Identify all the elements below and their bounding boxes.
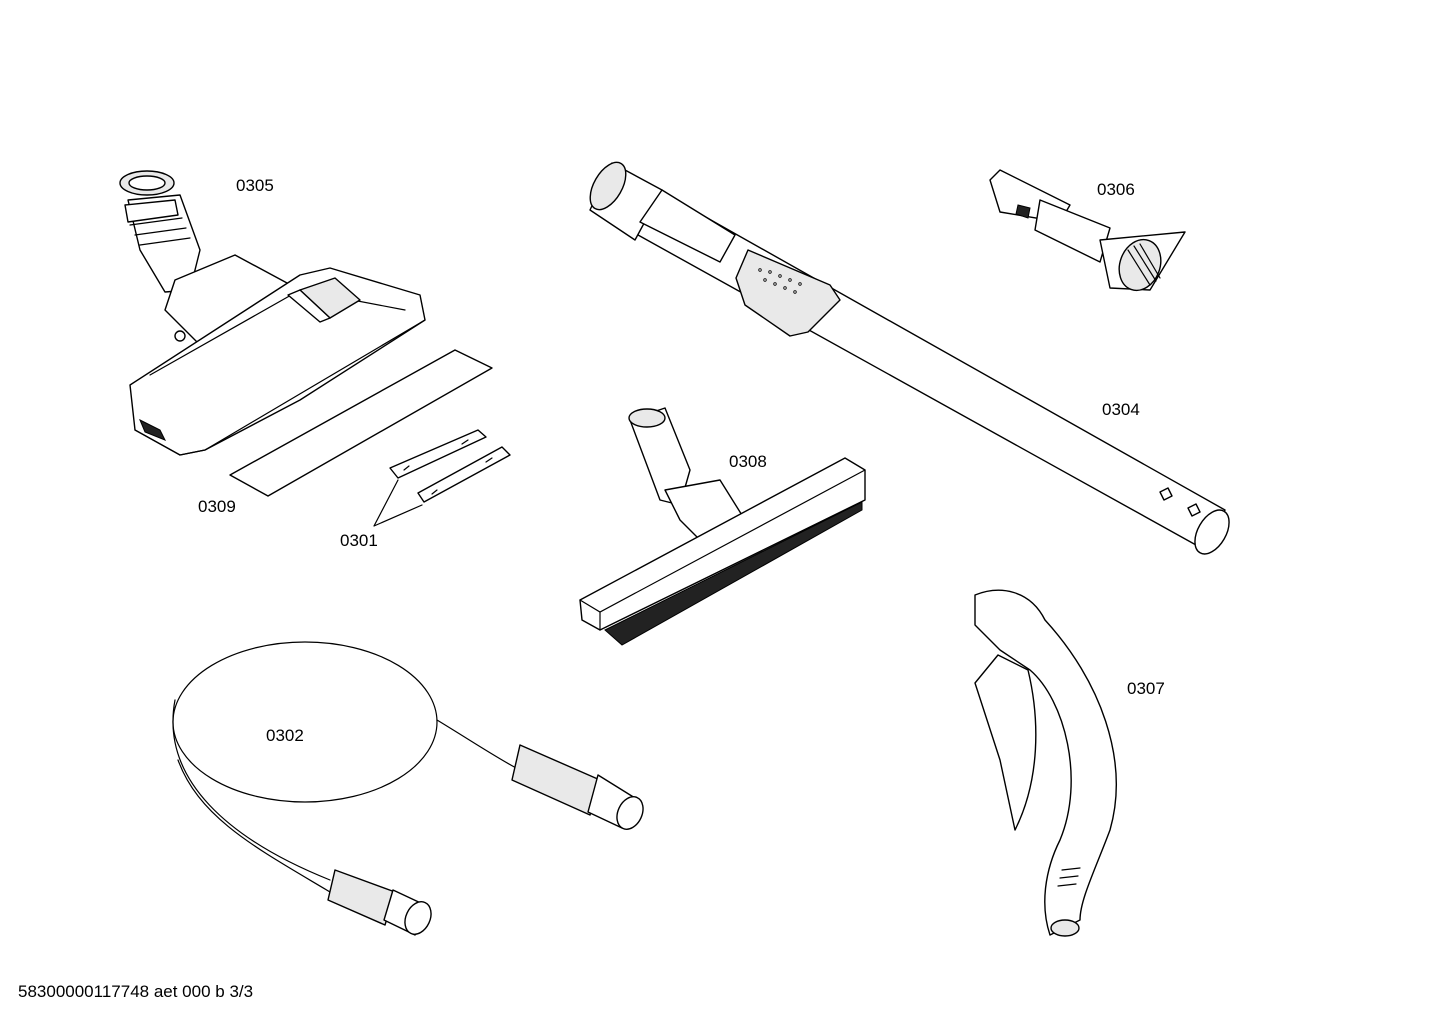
clips-part-0301	[373, 429, 511, 527]
telescopic-tube-part-0304	[589, 161, 1230, 555]
part-label-0301: 0301	[340, 531, 378, 550]
handle-part-0307	[974, 589, 1117, 937]
part-label-0307: 0307	[1127, 679, 1165, 698]
part-label-0308: 0308	[729, 452, 767, 471]
part-label-0305: 0305	[236, 176, 274, 195]
floor-nozzle-part-0305	[119, 170, 426, 456]
part-label-0306: 0306	[1097, 180, 1135, 199]
parquet-brush-part-0308	[579, 407, 866, 646]
part-label-0309: 0309	[198, 497, 236, 516]
document-reference: 58300000117748 aet 000 b 3/3	[18, 982, 254, 1001]
strip-part-0309	[229, 349, 493, 497]
part-label-0304: 0304	[1102, 400, 1140, 419]
part-label-0302: 0302	[266, 726, 304, 745]
brush-tool-part-0306	[989, 169, 1186, 292]
hose-part-0302	[172, 641, 644, 936]
